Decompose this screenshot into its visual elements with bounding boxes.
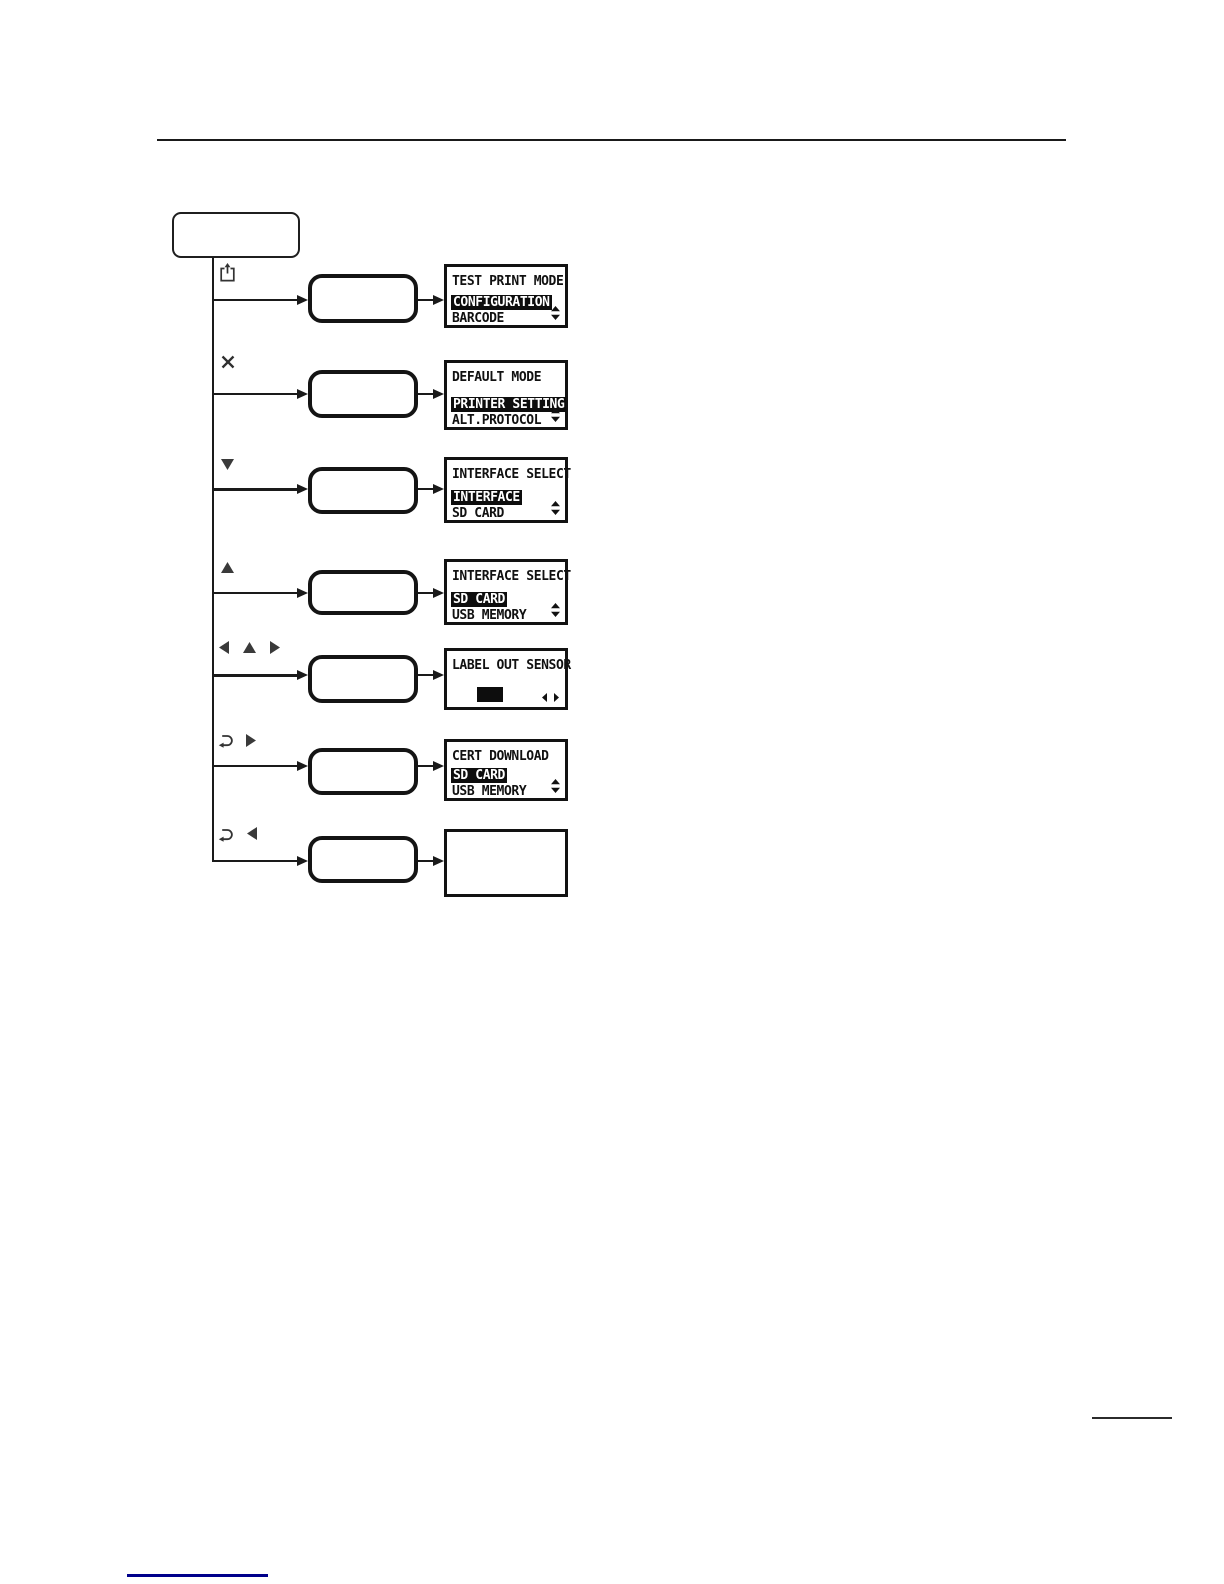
arrowhead-icon [297,588,308,598]
left-icon [219,641,229,654]
lcd-next-item: BARCODE [452,311,504,326]
lcd-selected-item: PRINTER SETTING [451,397,567,412]
scroll-updown-icon [551,501,560,515]
lcd-title: TEST PRINT MODE [452,274,564,289]
flow-connector [213,674,297,677]
scroll-updown-icon [551,306,560,320]
operation-box [308,655,418,703]
lcd-display: LABEL OUT SENSOR [444,648,571,710]
flow-start-box [172,212,300,258]
flow-connector [213,299,297,301]
flow-connector [418,393,433,395]
lcd-title: LABEL OUT SENSOR [452,658,571,673]
arrowhead-icon [433,761,444,771]
operation-box [308,748,418,795]
feed-icon [220,263,236,282]
flow-connector [213,765,297,767]
arrowhead-icon [297,484,308,494]
lcd-display: INTERFACE SELECT INTERFACE SD CARD [444,457,571,523]
operation-box [308,370,418,418]
lcd-next-item: ALT.PROTOCOL [452,413,542,428]
lcd-display [444,829,568,897]
lcd-title: INTERFACE SELECT [452,467,571,482]
arrowhead-icon [433,856,444,866]
lcd-selected-item: SD CARD [451,592,507,607]
flow-connector [418,488,433,490]
down-icon [221,459,234,470]
header-rule [157,139,1066,141]
flow-connector [213,860,297,862]
lcd-next-item: SD CARD [452,506,504,521]
back-icon [218,733,233,748]
right-icon [270,641,280,654]
flow-connector [418,674,433,676]
arrowhead-icon [433,670,444,680]
lcd-title: INTERFACE SELECT [452,569,571,584]
sensor-level-block [477,687,503,702]
lcd-display: TEST PRINT MODE CONFIGURATION BARCODE [444,264,568,328]
flow-connector [213,592,297,594]
up-icon [221,562,234,573]
arrowhead-icon [433,588,444,598]
lcd-next-item: USB MEMORY [452,608,527,623]
arrowhead-icon [297,670,308,680]
scroll-updown-icon [551,779,560,793]
arrowhead-icon [433,484,444,494]
lcd-display: DEFAULT MODE PRINTER SETTING ALT.PROTOCO… [444,360,568,430]
lcd-next-item: USB MEMORY [452,784,527,799]
cancel-icon [221,355,235,369]
right-icon [246,734,256,747]
flow-connector [418,299,433,301]
up-icon [243,642,256,653]
operation-box [308,467,418,514]
left-icon [247,827,257,840]
flow-trunk-line [212,257,214,862]
arrowhead-icon [297,295,308,305]
flow-connector [418,860,433,862]
lcd-title: CERT DOWNLOAD [452,749,549,764]
lcd-selected-item: SD CARD [451,768,507,783]
lcd-title: DEFAULT MODE [452,370,542,385]
arrowhead-icon [297,761,308,771]
scroll-updown-icon [551,408,560,422]
footer-link-underline[interactable] [127,1574,268,1577]
operation-box [308,274,418,323]
arrowhead-icon [433,295,444,305]
scroll-updown-icon [551,603,560,617]
lcd-selected-item: INTERFACE [451,490,522,505]
footer-rule [1092,1417,1172,1419]
arrowhead-icon [297,856,308,866]
scroll-leftright-icon [542,693,559,702]
operation-box [308,570,418,615]
lcd-selected-item: CONFIGURATION [451,295,552,310]
arrowhead-icon [297,389,308,399]
arrowhead-icon [433,389,444,399]
lcd-display: INTERFACE SELECT SD CARD USB MEMORY [444,559,571,625]
back-icon [218,827,233,842]
flow-connector [418,592,433,594]
flow-connector [213,488,297,491]
lcd-display: CERT DOWNLOAD SD CARD USB MEMORY [444,739,568,801]
flow-connector [418,765,433,767]
operation-box [308,836,418,883]
flow-connector [213,393,297,395]
